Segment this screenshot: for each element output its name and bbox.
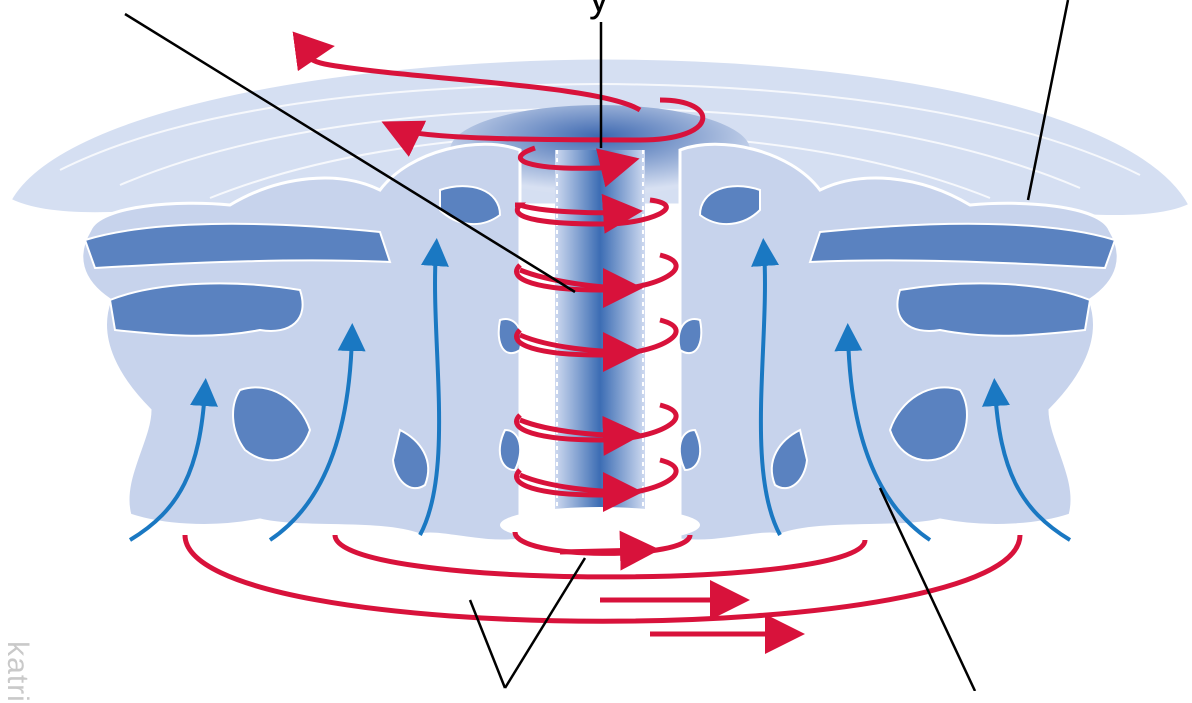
eye-base — [500, 507, 700, 543]
leader-line-inflow-a — [470, 600, 505, 688]
eye-column — [555, 150, 645, 520]
surface-inflow-arrows — [185, 532, 1020, 634]
watermark-text: katri — [0, 641, 34, 703]
eye-label-fragment: y — [589, 0, 609, 21]
